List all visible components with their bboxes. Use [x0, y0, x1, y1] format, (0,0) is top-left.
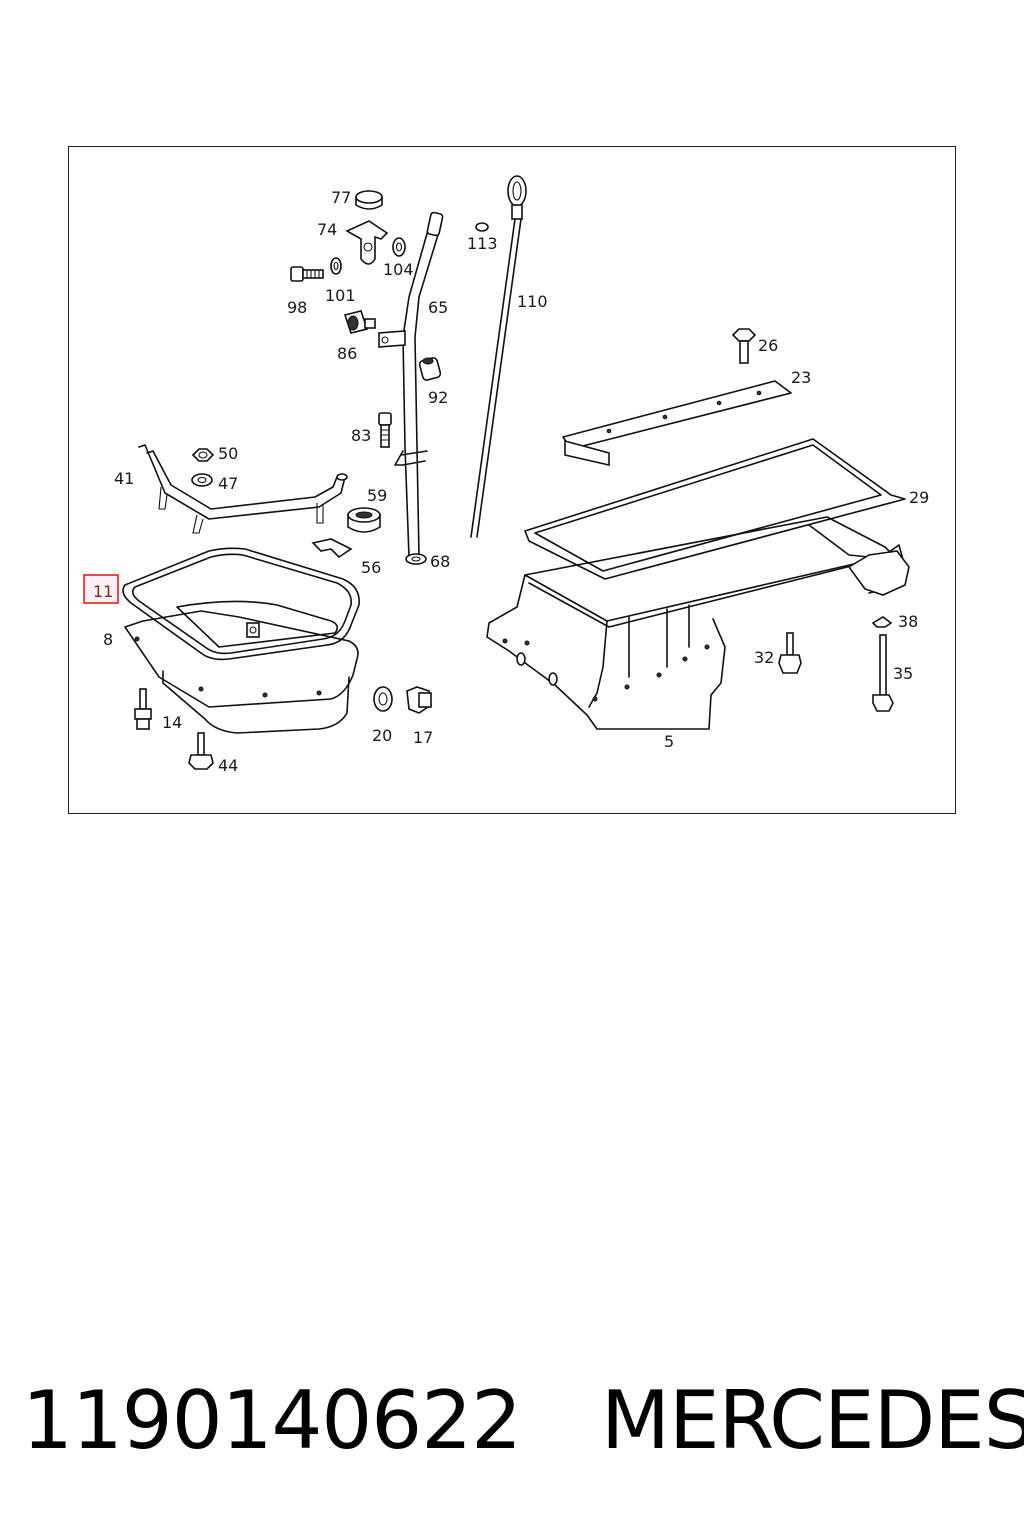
part-92-sleeve — [418, 357, 442, 381]
callout-11-highlighted: 11 — [93, 582, 113, 601]
callout-104: 104 — [383, 260, 414, 279]
part-44-bolt — [188, 732, 214, 770]
part-86-sensor — [343, 310, 376, 334]
part-83-bolt — [378, 412, 392, 448]
parts-diagram: 77 74 104 113 110 101 98 65 86 92 26 23 … — [68, 146, 956, 814]
callout-17: 17 — [413, 728, 433, 747]
part-17-drain-plug — [406, 686, 432, 714]
part-47-washer — [191, 473, 213, 487]
part-29-gasket — [524, 438, 906, 580]
callout-38: 38 — [898, 612, 918, 631]
callout-47: 47 — [218, 474, 238, 493]
callout-29: 29 — [909, 488, 929, 507]
part-68-washer — [405, 553, 427, 565]
part-77-grommet — [355, 190, 383, 210]
part-59-rubber-mount — [347, 507, 381, 533]
callout-56: 56 — [361, 558, 381, 577]
callout-68: 68 — [430, 552, 450, 571]
part-65-dipstick-tube — [378, 211, 444, 558]
part-23-baffle-plate — [562, 380, 792, 467]
part-32-bolt — [778, 632, 802, 674]
callout-77: 77 — [331, 188, 351, 207]
part-74-bracket — [345, 220, 389, 265]
callout-92: 92 — [428, 388, 448, 407]
part-35-long-bolt — [872, 634, 894, 712]
part-50-nut — [191, 448, 215, 462]
callout-110: 110 — [517, 292, 548, 311]
callout-35: 35 — [893, 664, 913, 683]
callout-20: 20 — [372, 726, 392, 745]
part-26-bolt — [731, 328, 757, 364]
footer-caption: 1190140622 MERCEDES — [22, 1365, 1024, 1475]
callout-50: 50 — [218, 444, 238, 463]
callout-41: 41 — [114, 469, 134, 488]
callout-113: 113 — [467, 234, 498, 253]
part-20-seal — [373, 686, 393, 712]
callout-83: 83 — [351, 426, 371, 445]
part-56-clip — [311, 538, 353, 559]
callout-44: 44 — [218, 756, 238, 775]
part-11-gasket — [122, 547, 360, 661]
callout-98: 98 — [287, 298, 307, 317]
exploded-view-drawing: 77 74 104 113 110 101 98 65 86 92 26 23 … — [83, 175, 929, 775]
brand-name: MERCEDES — [600, 1373, 1024, 1467]
callout-26: 26 — [758, 336, 778, 355]
callout-14: 14 — [162, 713, 182, 732]
callout-59: 59 — [367, 486, 387, 505]
highlighted-callout-box — [83, 574, 119, 604]
callout-74: 74 — [317, 220, 337, 239]
callout-32: 32 — [754, 648, 774, 667]
part-8-lower-oil-pan — [124, 600, 359, 734]
part-number: 1190140622 — [22, 1373, 522, 1467]
callout-8: 8 — [103, 630, 113, 649]
part-14-bolt — [134, 688, 152, 730]
part-41-oil-pipe — [138, 444, 348, 534]
callout-86: 86 — [337, 344, 357, 363]
callout-101: 101 — [325, 286, 356, 305]
callout-65: 65 — [428, 298, 448, 317]
part-113-oring — [475, 222, 489, 232]
part-5-upper-oil-pan — [486, 516, 910, 730]
callout-23: 23 — [791, 368, 811, 387]
part-98-bolt — [290, 266, 324, 282]
callout-5: 5 — [664, 732, 674, 751]
part-38-clip — [871, 616, 893, 628]
part-104-sleeve — [392, 237, 406, 257]
part-110-dipstick — [470, 175, 527, 538]
part-101-washer — [330, 257, 342, 275]
